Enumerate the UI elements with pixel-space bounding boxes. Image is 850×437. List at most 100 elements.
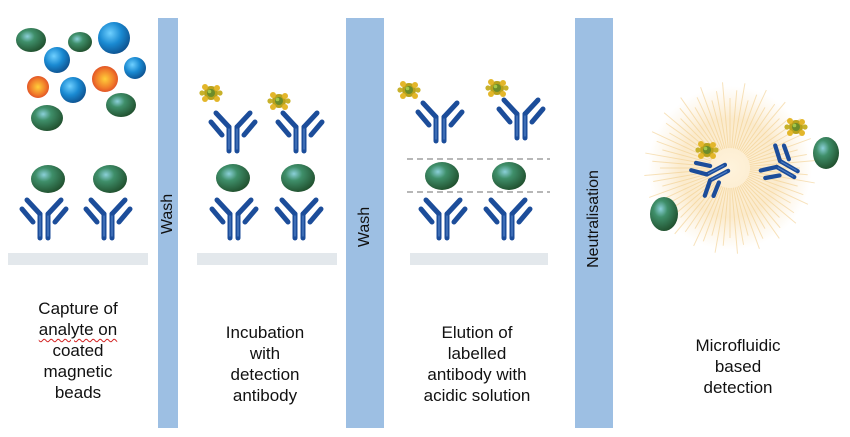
incubation-complex-2 [267,92,322,238]
label-tag-icon [485,79,509,97]
caption-line: antibody [232,386,298,405]
neutralisation-bar [575,18,613,428]
bead [27,76,49,98]
glow-ray [659,175,713,202]
glow-ray [746,179,795,214]
glow-ray [736,94,758,150]
glow-ray [674,182,718,235]
caption-line: Capture of [38,299,118,318]
bead [16,28,46,52]
caption-line: detection [703,378,773,397]
wash-bar-1 [158,18,178,428]
glow-ray [748,138,811,162]
glow-ray [739,107,766,151]
caption-line: labelled [447,344,507,363]
label-tag-icon [784,118,808,136]
bead [68,32,92,52]
surface-2 [197,253,337,265]
surface-3 [410,253,548,265]
caption-line: based [714,357,762,376]
caption-line: detection [230,365,300,384]
glow-ray [747,175,809,205]
glow-ray [739,185,766,229]
glow-ray [715,91,728,149]
glow-ray [734,187,749,236]
glow-ray [737,89,767,151]
glow-ray [702,186,724,242]
bead [124,57,146,79]
glow-ray [742,182,781,229]
glow-ray [732,187,745,245]
glow-ray [734,100,749,149]
glow-ray [743,118,780,155]
caption-line: with [249,344,281,363]
glow-ray [749,170,815,184]
elution-complex-2 [485,79,543,238]
caption-line: analyte on [38,320,118,339]
bead [44,47,70,73]
label-tag-icon [199,84,223,102]
glow-ray [744,117,791,156]
incubation-complex-1 [199,84,256,238]
glow-ray [722,187,729,246]
glow-ray [742,101,786,154]
bead [106,93,136,117]
glow-ray [736,186,760,249]
glow-ray [731,187,738,254]
caption-line: magnetic [43,362,113,381]
caption-line: antibody with [427,365,527,384]
glow-ray [747,132,791,159]
glow-ray [649,174,712,198]
glow-ray [749,172,798,187]
glow-ray [700,87,724,150]
glow-ray [744,180,797,224]
wash-label-1: Wash [159,193,176,235]
glow-ray [732,83,746,149]
caption-line: Incubation [225,323,305,342]
glow-ray [662,149,711,164]
glow-ray [694,107,721,151]
label-tag-icon [397,81,421,99]
label-tag-icon [695,141,719,159]
bead [98,22,130,54]
glow-ray [749,149,798,164]
bead [60,77,86,103]
caption-line: coated [52,341,104,360]
glow-ray [722,82,729,149]
glow-ray [731,90,738,149]
wash-bar-2 [346,18,384,428]
surface-1 [8,253,148,265]
glow-ray [711,100,726,149]
glow-ray [737,185,764,239]
caption-line: beads [54,383,102,402]
caption-detection: Microfluidic based detection [668,335,808,398]
caption-elution: Elution of labelled antibody with acidic… [396,322,558,406]
glow-ray [741,184,780,239]
caption-incubation: Incubation with detection antibody [195,322,335,406]
label-tag-icon [267,92,291,110]
glow-ray [748,174,804,196]
caption-capture: Capture of analyte on coated magnetic be… [8,298,148,403]
caption-line: Elution of [441,323,513,342]
glow-ray [696,97,723,151]
free-beads [16,22,146,131]
elution-complex-1 [397,81,465,238]
glow-ray [743,181,780,218]
caption-line: Microfluidic [695,336,781,355]
glow-ray [711,187,726,236]
glow-ray [669,177,713,204]
glow-ray [747,177,791,204]
bead [31,105,63,131]
glow-ray [680,181,717,218]
capture-complex-1 [22,165,66,238]
glow-ray [741,103,776,152]
caption-line: acidic solution [423,386,531,405]
capture-complex-2 [86,165,130,238]
detection-bead-2 [813,137,839,169]
neutralisation-label: Neutralisation [585,170,602,268]
glow-ray [714,187,728,253]
bead [92,66,118,92]
glow-ray [693,185,723,247]
wash-label-2: Wash [356,206,373,248]
